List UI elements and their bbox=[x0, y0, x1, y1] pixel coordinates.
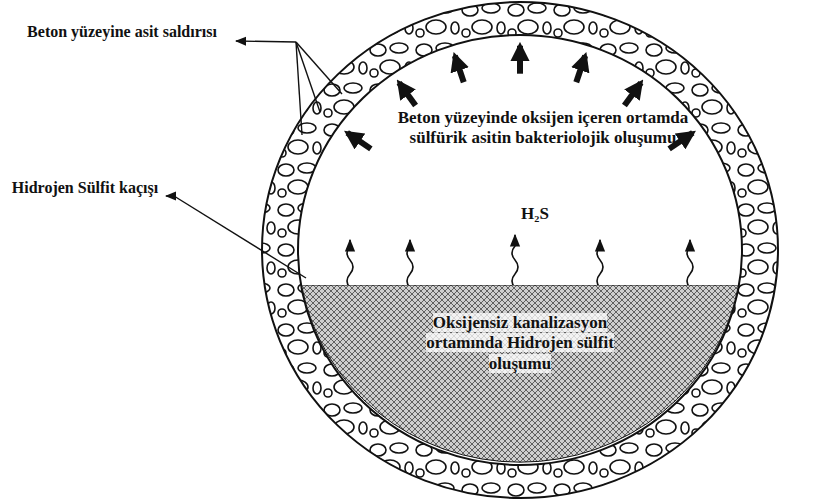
callout-text: Hidrojen Sülfit kaçışı bbox=[10, 178, 160, 197]
sewage-shape bbox=[301, 285, 739, 465]
acid-arrow bbox=[517, 46, 523, 74]
acid-arrow bbox=[347, 133, 371, 149]
acid-arrow bbox=[576, 56, 585, 83]
leader-lines bbox=[166, 41, 342, 278]
concrete-wall bbox=[262, 2, 778, 498]
region-text: Oksijensiz kanalizasyon ortamında Hidroj… bbox=[426, 313, 614, 373]
gas-label: H₂S bbox=[505, 204, 565, 224]
region-text-block: Oksijensiz kanalizasyon ortamında Hidroj… bbox=[400, 313, 640, 374]
acid-arrow bbox=[455, 56, 464, 83]
acid-arrow bbox=[399, 83, 416, 106]
acid-arrow bbox=[624, 83, 641, 106]
sewage-region: Oksijensiz kanalizasyon ortamında Hidroj… bbox=[301, 285, 739, 465]
callout-text: Beton yüzeyinde oksijen içeren ortamda s… bbox=[393, 108, 693, 149]
callout-text: Beton yüzeyine asit saldırısı bbox=[22, 22, 222, 41]
